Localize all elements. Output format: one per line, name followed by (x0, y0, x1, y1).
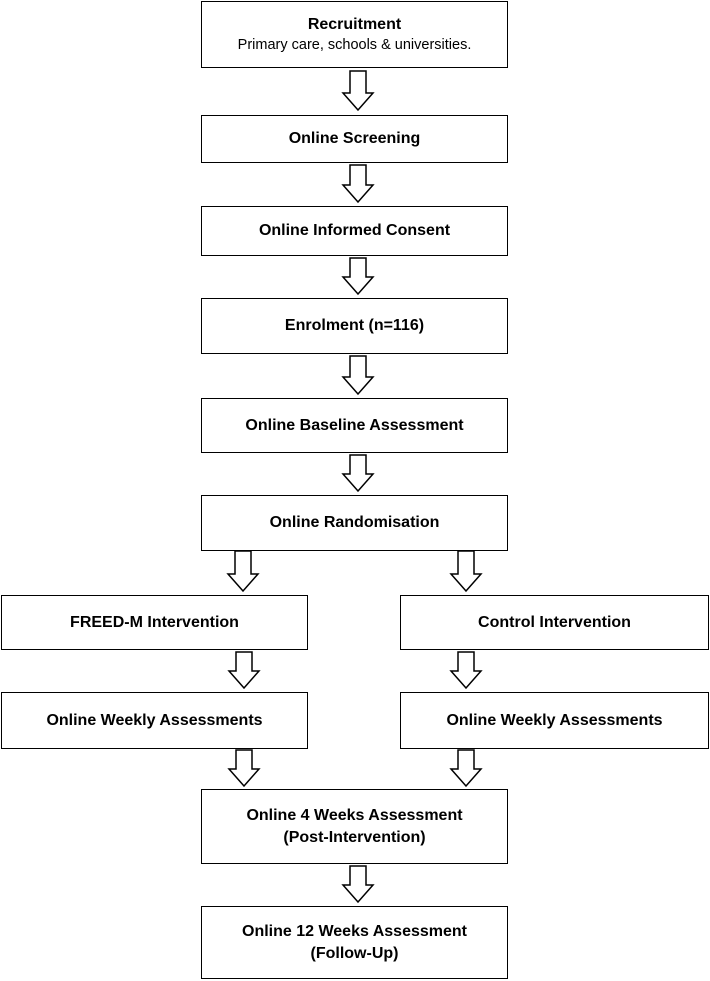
arrow-enrolment-to-baseline (341, 355, 375, 396)
arrow-recruitment-to-screening (341, 70, 375, 112)
arrow-randomisation-to-freed-m (226, 550, 260, 593)
arrow-baseline-to-randomisation (341, 454, 375, 493)
online-screening-title: Online Screening (288, 130, 421, 148)
arrow-screening-to-consent (341, 164, 375, 204)
control-intervention-box: Control Intervention (400, 595, 709, 650)
baseline-assessment-title: Online Baseline Assessment (245, 416, 464, 434)
recruitment-box: Recruitment Primary care, schools & univ… (201, 1, 508, 68)
freed-m-intervention-title: FREED-M Intervention (70, 613, 239, 631)
control-intervention-title: Control Intervention (478, 613, 631, 631)
randomisation-title: Online Randomisation (269, 514, 440, 532)
arrow-weekly-right-to-4-weeks (449, 749, 483, 788)
arrow-weekly-left-to-4-weeks (227, 749, 261, 788)
twelve-week-assessment-line2: (Follow-Up) (310, 944, 399, 962)
informed-consent-title: Online Informed Consent (258, 222, 451, 240)
arrow-control-to-weekly-right (449, 651, 483, 690)
arrow-freed-m-to-weekly-left (227, 651, 261, 690)
randomisation-box: Online Randomisation (201, 495, 508, 551)
online-screening-box: Online Screening (201, 115, 508, 163)
weekly-assessments-left-box: Online Weekly Assessments (1, 692, 308, 749)
arrow-4-weeks-to-12-weeks (341, 865, 375, 904)
enrolment-title: Enrolment (n=116) (284, 317, 425, 335)
baseline-assessment-box: Online Baseline Assessment (201, 398, 508, 453)
enrolment-box: Enrolment (n=116) (201, 298, 508, 354)
arrow-randomisation-to-control (449, 550, 483, 593)
recruitment-subtitle: Primary care, schools & universities. (237, 36, 472, 53)
weekly-assessments-right-title: Online Weekly Assessments (446, 711, 663, 729)
weekly-assessments-right-box: Online Weekly Assessments (400, 692, 709, 749)
twelve-week-assessment-line1: Online 12 Weeks Assessment (242, 922, 467, 940)
recruitment-title: Recruitment (307, 15, 402, 33)
informed-consent-box: Online Informed Consent (201, 206, 508, 256)
four-week-assessment-line1: Online 4 Weeks Assessment (246, 806, 463, 824)
twelve-week-assessment-box: Online 12 Weeks Assessment (Follow-Up) (201, 906, 508, 979)
four-week-assessment-box: Online 4 Weeks Assessment (Post-Interven… (201, 789, 508, 864)
arrow-consent-to-enrolment (341, 257, 375, 296)
weekly-assessments-left-title: Online Weekly Assessments (46, 711, 263, 729)
freed-m-intervention-box: FREED-M Intervention (1, 595, 308, 650)
four-week-assessment-line2: (Post-Intervention) (283, 828, 426, 846)
